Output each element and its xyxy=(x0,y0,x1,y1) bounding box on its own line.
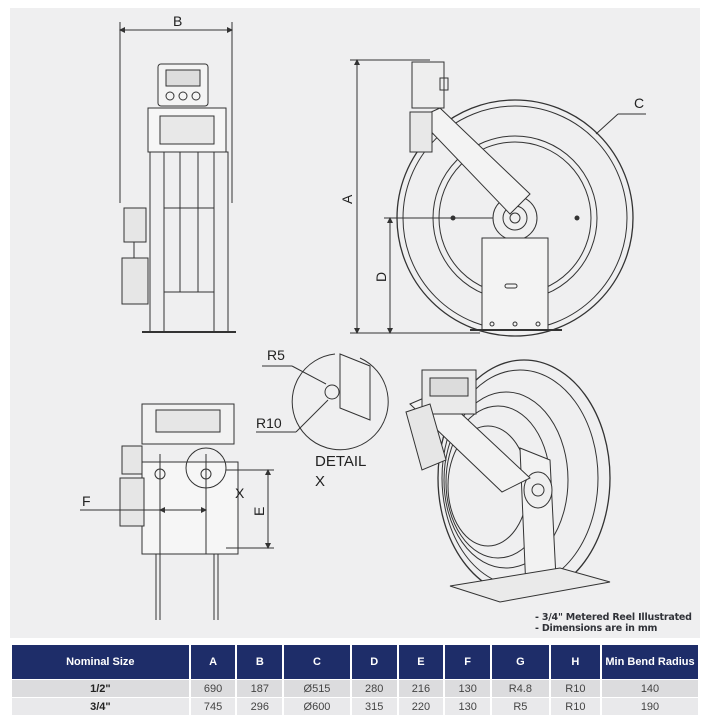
detail-title-x: X xyxy=(315,473,325,490)
cell-b: 296 xyxy=(237,697,283,715)
side-view xyxy=(350,59,646,337)
cell-e: 216 xyxy=(398,679,444,697)
dim-label-f: F xyxy=(82,493,91,509)
header-nominal-size: Nominal Size xyxy=(12,645,189,679)
header-f: F xyxy=(445,645,491,679)
dim-label-a: A xyxy=(339,194,355,204)
header-e: E xyxy=(398,645,444,679)
detail-x xyxy=(256,353,389,451)
cell-g: R5 xyxy=(492,697,549,715)
cell-c: Ø600 xyxy=(284,697,350,715)
cell-e: 220 xyxy=(398,697,444,715)
header-c: C xyxy=(284,645,350,679)
table-row: 3/4" 745 296 Ø600 315 220 130 R5 R10 190 xyxy=(12,697,698,715)
cell-f: 130 xyxy=(445,697,491,715)
hose-reel-drawings: B A C D R5 R10 DETAIL X F X E xyxy=(80,13,646,620)
note-line: - 3/4" Metered Reel Illustrated xyxy=(535,612,692,623)
table-header-row: Nominal Size A B C D E F G H Min Bend Ra… xyxy=(12,645,698,679)
dim-label-c: C xyxy=(634,95,644,111)
cell-h: R10 xyxy=(550,697,600,715)
cell-nominal-size: 1/2" xyxy=(12,679,189,697)
header-b: B xyxy=(237,645,283,679)
top-view xyxy=(80,403,274,620)
isometric-view xyxy=(405,359,611,603)
dimension-spec-table: Nominal Size A B C D E F G H Min Bend Ra… xyxy=(10,645,700,715)
dim-label-e: E xyxy=(251,507,267,516)
cell-a: 690 xyxy=(190,679,236,697)
cell-d: 315 xyxy=(351,697,397,715)
detail-title: DETAIL xyxy=(315,453,366,470)
cell-min-bend-radius: 140 xyxy=(602,679,698,697)
note-line: - Dimensions are in mm xyxy=(535,623,658,634)
drawing-notes: - 3/4" Metered Reel Illustrated - Dimens… xyxy=(535,612,704,634)
header-min-bend-radius: Min Bend Radius xyxy=(602,645,698,679)
cell-nominal-size: 3/4" xyxy=(12,697,189,715)
cell-f: 130 xyxy=(445,679,491,697)
cell-min-bend-radius: 190 xyxy=(602,697,698,715)
dim-label-r10: R10 xyxy=(256,415,282,431)
dim-label-x: X xyxy=(235,485,245,501)
header-d: D xyxy=(351,645,397,679)
front-view xyxy=(119,22,236,333)
cell-a: 745 xyxy=(190,697,236,715)
cell-h: R10 xyxy=(550,679,600,697)
table-row: 1/2" 690 187 Ø515 280 216 130 R4.8 R10 1… xyxy=(12,679,698,697)
technical-drawing-panel: B A C D R5 R10 DETAIL X F X E - 3/4" Met… xyxy=(10,8,700,638)
dim-label-b: B xyxy=(173,13,182,29)
header-g: G xyxy=(492,645,549,679)
header-a: A xyxy=(190,645,236,679)
dim-label-r5: R5 xyxy=(267,347,285,363)
cell-d: 280 xyxy=(351,679,397,697)
header-h: H xyxy=(550,645,600,679)
dim-label-d: D xyxy=(373,272,389,282)
cell-g: R4.8 xyxy=(492,679,549,697)
cell-b: 187 xyxy=(237,679,283,697)
cell-c: Ø515 xyxy=(284,679,350,697)
